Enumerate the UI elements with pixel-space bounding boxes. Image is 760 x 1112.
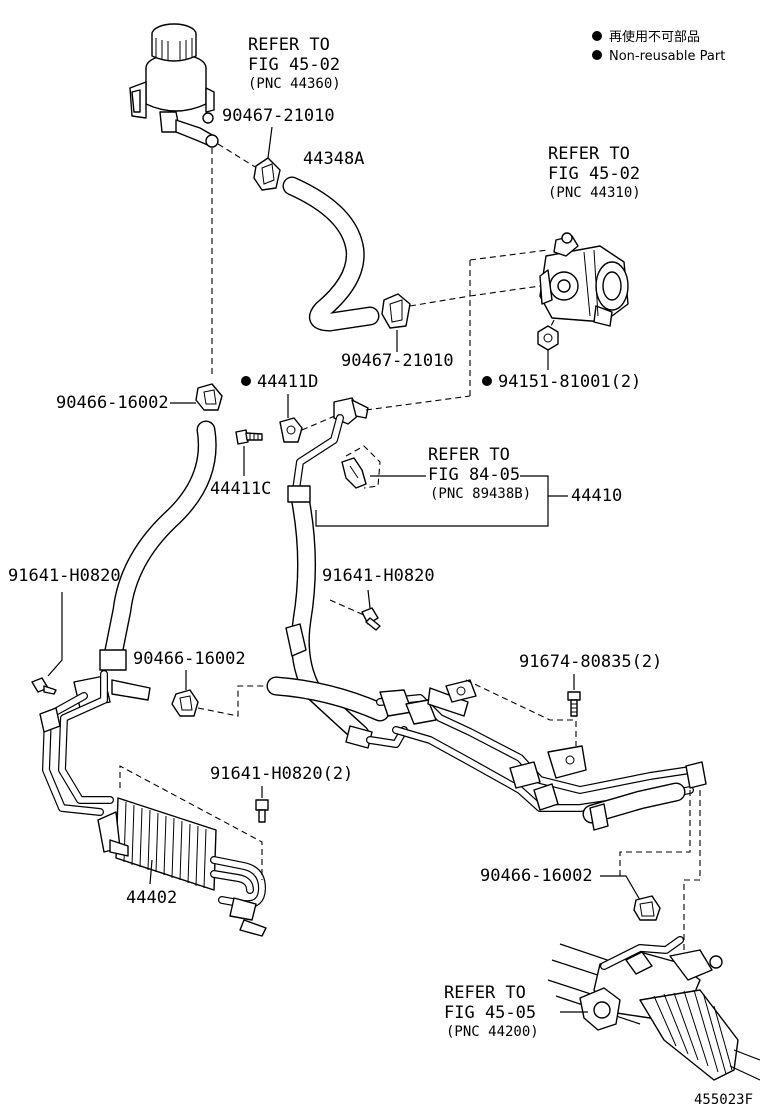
clamp-90467-top-illustration	[253, 157, 281, 191]
leader-fitting-to-pump	[365, 395, 471, 411]
label-44402: 44402	[126, 888, 177, 908]
bolt-91641-left-illustration	[31, 677, 57, 695]
sensor-refer-to: REFER TO	[428, 445, 510, 465]
leader-clamp-to-pump	[409, 295, 471, 307]
label-94151-81001: 94151-81001(2)	[498, 372, 641, 392]
leader-90467-top	[267, 126, 273, 159]
bracket-44410	[315, 475, 549, 527]
pump-fig: FIG 45-02	[548, 164, 640, 184]
legend-japanese: 再使用不可部品	[609, 29, 700, 45]
leader-91641-mid-dash	[329, 599, 367, 617]
clamp-90466-a-illustration	[195, 383, 223, 411]
reservoir-tank-illustration	[129, 23, 219, 148]
leader-pump-top	[469, 249, 549, 261]
leader-90466-c	[600, 875, 641, 901]
label-91641-H0820-left: 91641-H0820	[8, 566, 121, 586]
reservoir-fig: FIG 45-02	[248, 55, 340, 75]
gear-pnc: (PNC 44200)	[446, 1024, 539, 1040]
power-steering-pump-illustration	[539, 232, 629, 327]
label-90466-16002-a: 90466-16002	[56, 393, 169, 413]
pressure-sensor-illustration	[341, 457, 367, 489]
return-tube-assembly-illustration	[266, 676, 707, 831]
legend-english: Non-reusable Part	[609, 49, 725, 64]
legend-bullet-icon	[592, 50, 602, 60]
pump-pnc: (PNC 44310)	[548, 185, 641, 201]
leader-91641-mid	[367, 589, 371, 609]
sensor-pnc: (PNC 89438B)	[430, 486, 531, 502]
nut-94151-illustration	[537, 325, 559, 351]
label-90467-21010-top: 90467-21010	[222, 106, 335, 126]
pump-refer-to: REFER TO	[548, 144, 630, 164]
bolt-91641-mid-illustration	[361, 607, 381, 631]
non-reusable-bullet-icon	[241, 376, 251, 386]
leader-gear-right	[683, 790, 701, 956]
leader-gear-left	[619, 790, 691, 880]
gear-fig: FIG 45-05	[444, 1003, 536, 1023]
diagram-id: 455023F	[694, 1092, 753, 1108]
legend-bullet-icon	[592, 31, 602, 41]
reservoir-refer-to: REFER TO	[248, 35, 330, 55]
label-90466-16002-b: 90466-16002	[133, 649, 246, 669]
label-91641-H0820-cooler: 91641-H0820(2)	[210, 764, 353, 784]
leader-91641-left	[47, 592, 63, 677]
leader-44402	[149, 859, 153, 885]
bolt-91674-illustration	[567, 691, 581, 717]
leader-gasket-to-fitting	[301, 411, 345, 431]
leader-sensor-box	[345, 445, 381, 489]
gear-refer-to: REFER TO	[444, 983, 526, 1003]
reservoir-pnc: (PNC 44360)	[248, 76, 341, 92]
label-91641-H0820-mid: 91641-H0820	[322, 566, 435, 586]
clamp-90466-c-illustration	[633, 895, 661, 921]
leader-reservoir-clamp	[217, 143, 261, 171]
clamp-90467-bottom-illustration	[381, 293, 411, 329]
steering-gear-illustration	[547, 936, 760, 1081]
return-pipe-assembly-illustration	[39, 649, 151, 816]
label-90466-16002-c: 90466-16002	[480, 866, 593, 886]
oil-cooler-44402-illustration	[97, 797, 267, 937]
label-90467-21010-bottom: 90467-21010	[341, 351, 454, 371]
sensor-fig: FIG 84-05	[428, 465, 520, 485]
return-hose-illustration	[102, 420, 217, 670]
label-44411C: 44411C	[210, 479, 271, 499]
leader-90466-b-dash	[197, 685, 270, 717]
non-reusable-bullet-icon	[482, 376, 492, 386]
bolt-91641-cooler-illustration	[255, 799, 269, 823]
label-44411D: 44411D	[257, 372, 318, 392]
legend: 再使用不可部品 Non-reusable Part	[592, 29, 725, 64]
label-44348A: 44348A	[303, 149, 364, 169]
leader-cooler-bolt	[119, 765, 263, 880]
leader-pump-mid	[469, 285, 541, 297]
gasket-44411D-illustration	[279, 417, 303, 443]
clamp-90466-b-illustration	[171, 689, 199, 717]
pipe-fitting-illustration	[333, 397, 369, 425]
leader-91674-dash	[465, 679, 577, 746]
leader-nut-pump	[549, 319, 555, 329]
label-44410: 44410	[571, 486, 622, 506]
bolt-44411C-illustration	[235, 429, 263, 445]
hose-44348A-illustration	[282, 176, 380, 332]
label-91674-80835: 91674-80835(2)	[519, 652, 662, 672]
